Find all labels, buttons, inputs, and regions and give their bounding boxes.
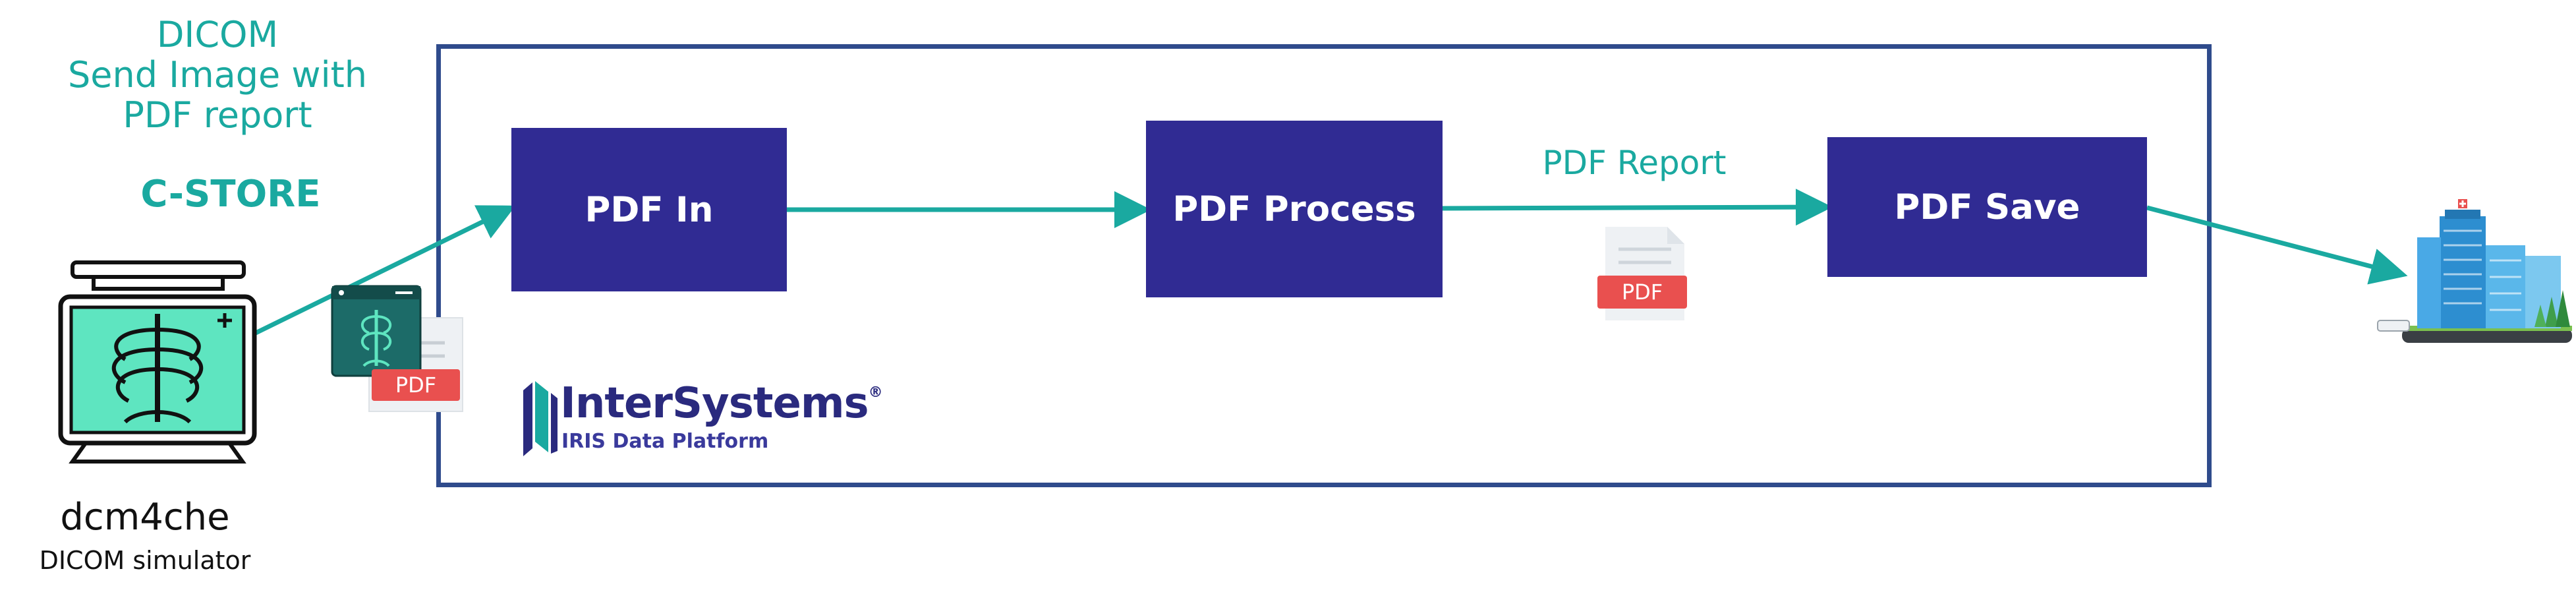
source-title-line-2: Send Image with xyxy=(67,54,368,96)
iris-product-name: IRIS Data Platform xyxy=(561,430,769,453)
intersystems-logo-mark xyxy=(523,381,558,456)
source-subtitle: DICOM simulator xyxy=(39,546,251,575)
xray-machine-icon xyxy=(58,260,257,463)
source-title: DICOM Send Image with PDF report xyxy=(59,15,376,135)
component-pdf-process[interactable]: PDF Process xyxy=(1146,121,1443,297)
pdf-badge-left: PDF xyxy=(372,369,460,401)
protocol-label: C-STORE xyxy=(140,173,321,216)
iris-platform-frame xyxy=(436,44,2212,487)
component-pdf-save[interactable]: PDF Save xyxy=(1827,137,2147,277)
arrow-pdf-process-to-pdf-save xyxy=(1442,189,1833,226)
source-title-line-3: PDF report xyxy=(123,94,312,136)
intersystems-brand: InterSystems® xyxy=(560,379,883,428)
registered-mark: ® xyxy=(868,384,883,401)
hospital-icon xyxy=(2377,199,2572,343)
intersystems-brand-text: InterSystems xyxy=(560,379,869,428)
pdf-badge-middle: PDF xyxy=(1597,276,1687,309)
arrow-source-to-pdf-in xyxy=(254,205,516,336)
arrow-pdf-save-to-hospital xyxy=(2146,205,2408,285)
component-pdf-in[interactable]: PDF In xyxy=(511,128,787,291)
edge-label-pdf-report: PDF Report xyxy=(1542,144,1727,182)
source-name: dcm4che xyxy=(60,496,230,539)
source-title-line-1: DICOM xyxy=(156,14,279,55)
